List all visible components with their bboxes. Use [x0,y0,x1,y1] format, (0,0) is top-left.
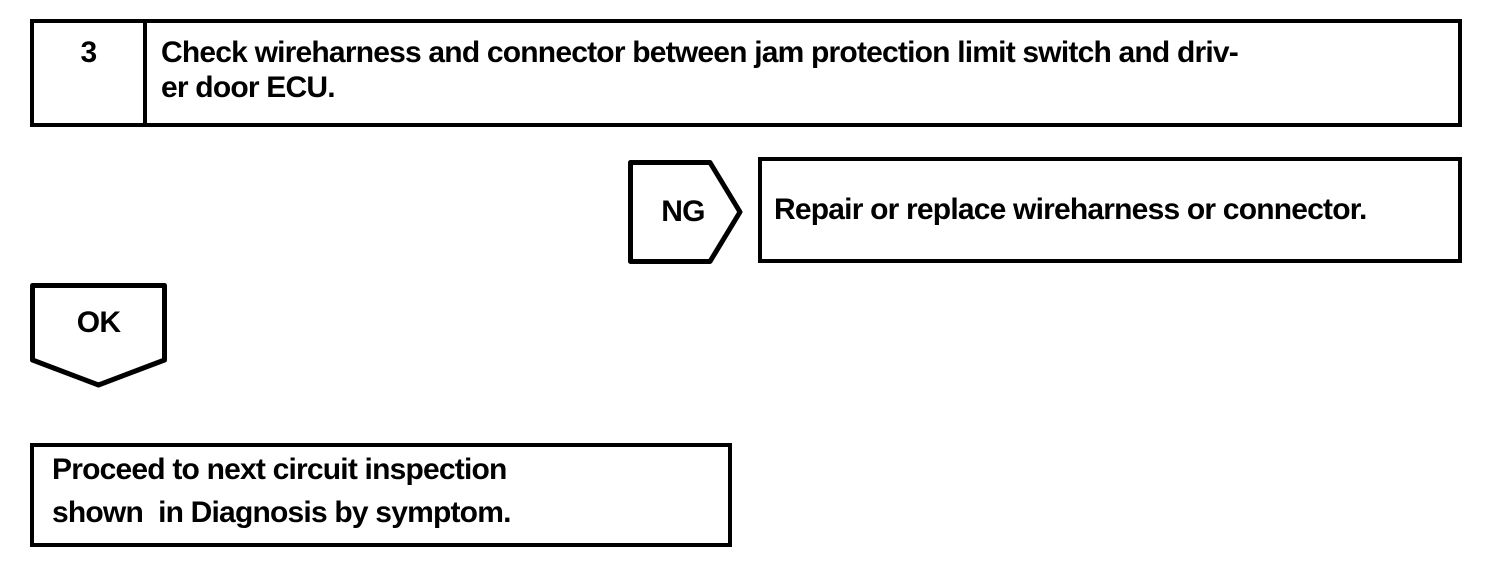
ok-action-line1: Proceed to next circuit inspection [52,453,507,486]
step-instruction-line2: er door ECU. [161,71,336,104]
step-box: 3 Check wireharness and connector betwee… [30,19,1462,127]
ok-action-line2: shown in Diagnosis by symptom. [52,496,511,529]
ng-action-box: Repair or replace wireharness or connect… [758,157,1462,263]
ng-connector: NG [628,160,743,264]
ok-label: OK [76,306,121,339]
step-number-cell: 3 [34,23,147,123]
ng-pentagon-icon [628,160,743,264]
ok-pentagon-icon [30,283,167,388]
ok-connector: OK [30,283,167,388]
step-instruction-line1: Check wireharness and connector between … [161,36,1239,69]
ng-label: NG [661,195,705,228]
ok-action-box: Proceed to next circuit inspection shown… [30,443,732,547]
step-instruction: Check wireharness and connector between … [147,23,1458,123]
ng-action-text: Repair or replace wireharness or connect… [774,193,1367,226]
step-number: 3 [80,36,98,69]
